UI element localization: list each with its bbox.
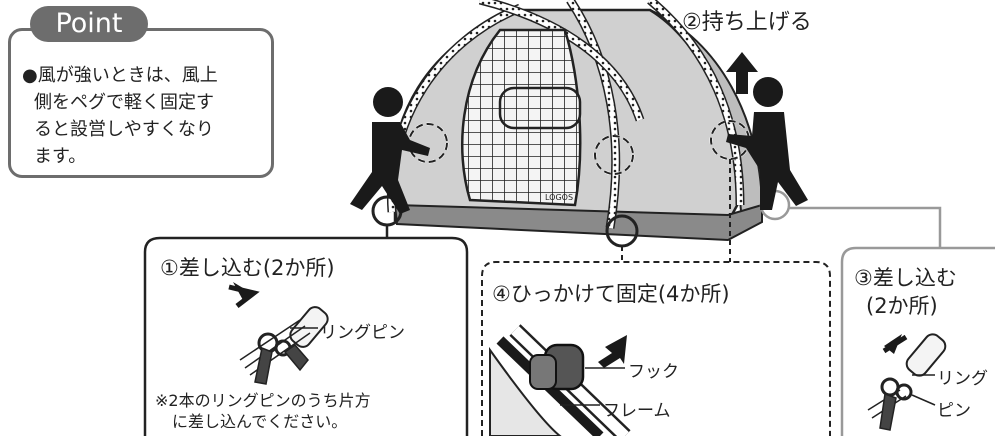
tent-floor: [393, 203, 763, 242]
person-left: [350, 87, 430, 214]
insert-left-note-2: に差し込んでください。: [172, 412, 348, 431]
hook-title: ④ひっかけて固定(4か所): [492, 282, 730, 306]
tent: LOGOS: [386, 0, 764, 242]
insert-left-pin-label: リングピン: [320, 323, 405, 343]
insert-right-pin-label-1: リング: [937, 369, 988, 389]
point-tab: Point: [30, 6, 148, 42]
point-bullet: ●: [22, 65, 38, 86]
panel-insert-right: [840, 246, 995, 436]
insert-right-pin-label-2: ピン: [937, 401, 971, 421]
point-line-1: 風が強いときは、風上: [37, 65, 218, 86]
point-text: ●風が強いときは、風上 側をペグで軽く固定す ると設営しやすくなり ます。: [22, 62, 268, 170]
person-right: [726, 77, 808, 210]
point-line-3: ると設営しやすくなり: [34, 119, 214, 140]
insert-right-title-1: ③差し込む: [854, 266, 957, 290]
insert-left-title: ①差し込む(2か所): [160, 256, 335, 280]
frame-label: フレーム: [603, 401, 671, 421]
ring-pin-illustration-left: [228, 282, 329, 385]
hook-illustration: [489, 324, 631, 436]
lift-caption: ②持ち上げる: [682, 10, 812, 35]
point-box: [8, 28, 274, 178]
lift-arrow-icon: [726, 52, 758, 94]
mesh-door-roll: [498, 86, 582, 130]
insert-left-note-1: ※2本のリングピンのうち片方: [155, 391, 371, 410]
ring-pin-illustration-right: [867, 333, 947, 431]
hook-label: フック: [628, 362, 679, 382]
point-line-2: 側をペグで軽く固定す: [34, 92, 214, 113]
insert-right-title-2: (2か所): [866, 294, 938, 318]
tent-logo: LOGOS: [545, 193, 573, 202]
point-line-4: ます。: [34, 146, 87, 167]
